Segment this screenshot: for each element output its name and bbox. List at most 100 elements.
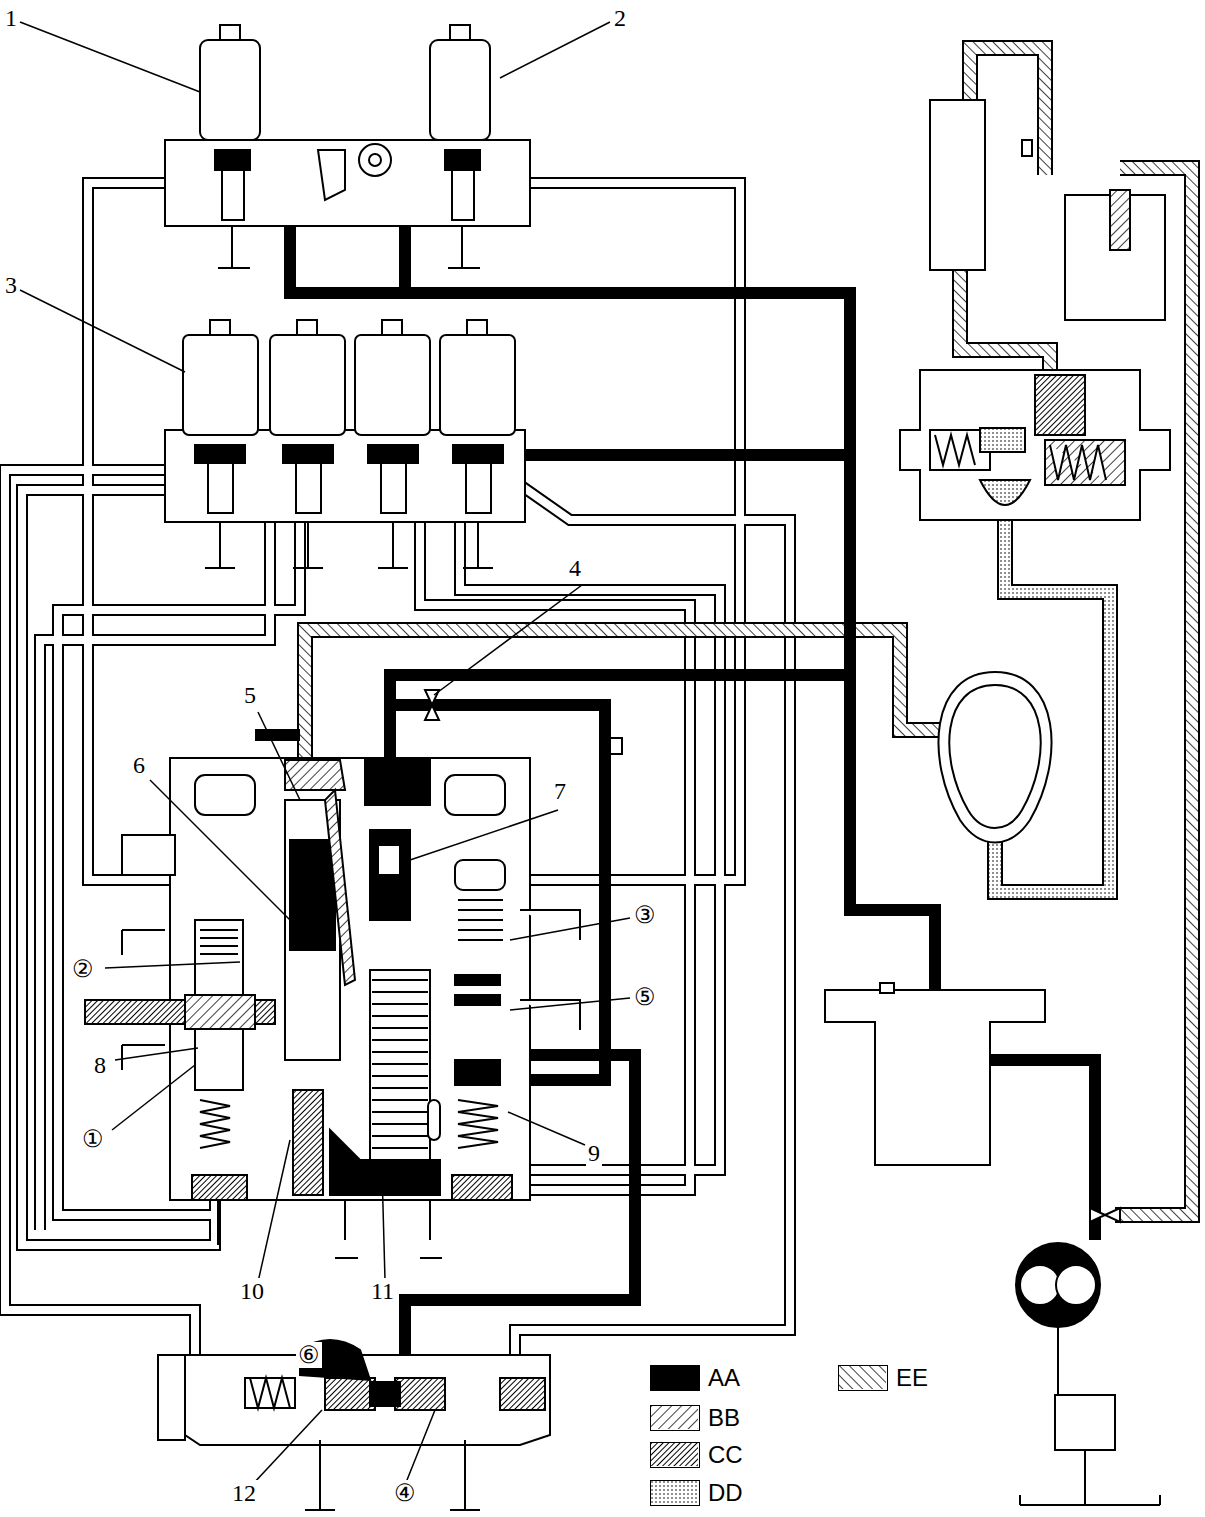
drawing-path bbox=[320, 1362, 335, 1378]
legend-text: DD bbox=[708, 1480, 743, 1506]
callout-number: 7 bbox=[552, 778, 568, 804]
solenoid-bank bbox=[165, 320, 525, 568]
callout-number: ④ bbox=[392, 1480, 418, 1506]
callout-number: ③ bbox=[632, 902, 658, 928]
callout-number: ⑥ bbox=[296, 1342, 322, 1368]
drawing-rect bbox=[368, 445, 418, 463]
drawing-rect bbox=[610, 738, 622, 754]
drawing-path bbox=[1020, 1450, 1160, 1505]
drawing-rect bbox=[1022, 140, 1032, 156]
legend-pattern-fill bbox=[651, 1443, 698, 1466]
callout-number: 3 bbox=[3, 272, 19, 298]
drawing-rect bbox=[183, 335, 258, 435]
leader-lines bbox=[20, 22, 630, 1485]
drawing-rect bbox=[382, 320, 402, 335]
drawing-path bbox=[1090, 1208, 1120, 1222]
solenoid-pair bbox=[165, 25, 530, 268]
drawing-path bbox=[20, 290, 185, 372]
drawing-rect bbox=[467, 320, 487, 335]
legend-text: CC bbox=[708, 1442, 743, 1468]
drawing-path bbox=[515, 485, 790, 1360]
drawing-rect bbox=[880, 983, 894, 993]
drawing-rect bbox=[445, 150, 480, 170]
drawing-rect bbox=[325, 1378, 375, 1410]
drawing-rect bbox=[222, 170, 244, 220]
drawing-path bbox=[1115, 168, 1192, 1215]
drawing-path bbox=[205, 522, 493, 568]
drawing-path bbox=[112, 1065, 195, 1130]
drawing-rect bbox=[165, 140, 530, 226]
drawing-rect bbox=[450, 25, 470, 40]
drawing-path bbox=[500, 22, 610, 78]
legend-pattern bbox=[651, 1443, 698, 1466]
drawing-path bbox=[390, 675, 850, 760]
drawing-path bbox=[510, 918, 630, 940]
drawing-path bbox=[258, 712, 300, 800]
drawing-g bbox=[5, 183, 790, 1380]
drawing-path bbox=[455, 975, 500, 1005]
callout-number: 2 bbox=[612, 5, 628, 31]
drawing-path bbox=[510, 998, 630, 1010]
drawing-path bbox=[200, 1100, 230, 1148]
drawing-path bbox=[434, 585, 582, 695]
legend-text: AA bbox=[708, 1365, 740, 1391]
pump bbox=[1016, 1208, 1160, 1505]
drawing-path bbox=[515, 485, 790, 1360]
drawing-rect bbox=[185, 995, 255, 1029]
drawing-circle bbox=[1020, 1265, 1060, 1305]
drawing-rect bbox=[453, 445, 503, 463]
drawing-rect bbox=[370, 1382, 400, 1406]
drawing-g bbox=[5, 183, 790, 1380]
drawing-rect bbox=[158, 1355, 185, 1440]
drawing-rect bbox=[980, 428, 1025, 452]
drawing-path bbox=[252, 1410, 322, 1485]
drawing-rect bbox=[192, 1175, 247, 1200]
drawing-rect bbox=[293, 1090, 323, 1195]
callout-number: ⑤ bbox=[632, 984, 658, 1010]
drawing-rect bbox=[297, 320, 317, 335]
accumulator bbox=[930, 100, 1165, 320]
drawing-rect bbox=[195, 445, 245, 463]
drawing-path bbox=[938, 672, 1051, 843]
drawing-path bbox=[825, 990, 1045, 1165]
bottom-valve bbox=[158, 1340, 550, 1510]
legend-text: BB bbox=[708, 1405, 740, 1431]
legend-swatch bbox=[650, 1405, 700, 1431]
drawing-circle bbox=[1056, 1265, 1096, 1305]
drawing-rect bbox=[455, 1060, 500, 1085]
drawing-path bbox=[960, 270, 1050, 375]
legend-swatch bbox=[650, 1365, 700, 1391]
callout-number: 10 bbox=[238, 1278, 266, 1304]
callout-number: 12 bbox=[230, 1480, 258, 1506]
drawing-path bbox=[508, 1112, 585, 1145]
drawing-rect bbox=[270, 335, 345, 435]
drawing-rect bbox=[245, 1378, 295, 1408]
drawing-path bbox=[20, 22, 200, 92]
drawing-path bbox=[285, 760, 345, 790]
drawing-circle bbox=[1016, 1243, 1100, 1327]
drawing-rect bbox=[1110, 190, 1130, 250]
drawing-path bbox=[935, 435, 975, 465]
callout-number: 4 bbox=[567, 555, 583, 581]
drawing-rect bbox=[370, 830, 410, 920]
drawing-path bbox=[305, 1440, 480, 1510]
drawing-path bbox=[217, 1200, 219, 1245]
drawing-rect bbox=[395, 1378, 445, 1410]
drawing-rect bbox=[290, 840, 335, 950]
drawing-rect bbox=[200, 40, 260, 140]
drawing-path bbox=[1115, 168, 1192, 1215]
callout-number: ① bbox=[80, 1126, 106, 1152]
callout-number: 5 bbox=[242, 682, 258, 708]
drawing-rect bbox=[370, 970, 430, 1160]
drawing-path bbox=[185, 1355, 550, 1445]
drawing-path bbox=[520, 910, 580, 1030]
drawing-rect bbox=[378, 845, 400, 875]
drawing-path bbox=[980, 480, 1030, 505]
callout-number: 8 bbox=[92, 1052, 108, 1078]
drawing-rect bbox=[215, 150, 250, 170]
drawing-rect bbox=[210, 320, 230, 335]
drawing-rect bbox=[1045, 440, 1125, 485]
drawing-rect bbox=[355, 335, 430, 435]
drawing-path bbox=[122, 835, 175, 875]
